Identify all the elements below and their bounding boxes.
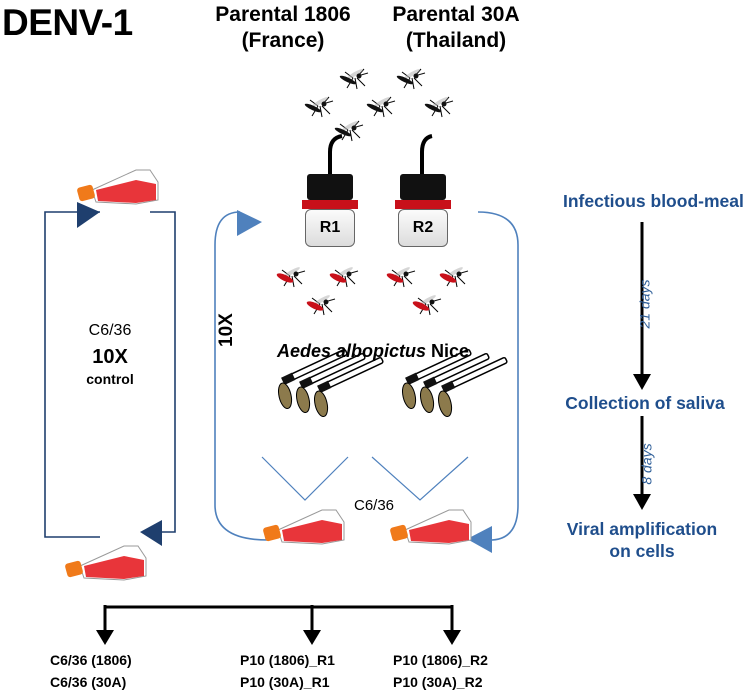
v-shape-left [261,456,349,501]
timeline-arrowhead-2 [633,494,651,510]
flask-top-left [75,169,159,205]
reactor-r1: R1 [305,209,355,247]
output-bracket [103,605,454,636]
timeline-arrowhead-1 [633,374,651,390]
flask-center-right [388,509,472,545]
reactor-r1-cap [307,174,353,200]
left-loop-control-label: control [86,371,134,387]
blood-fed-mosquitoes [275,265,469,316]
parental-30a-label: Parental 30A (Thailand) [381,2,531,54]
parental-1806-origin: (France) [241,29,325,52]
mosquito-species-label: Aedes albopictus Nice [277,341,469,362]
step-viral-amplification-line1: Viral amplification [566,519,718,539]
left-loop-passages: 10X [92,346,128,368]
v-shape-right [371,456,469,501]
output-r2-line2: P10 (30A)_R2 [393,674,483,690]
step-infectious-blood-meal: Infectious blood-meal [563,191,744,211]
center-loop-cell-line: C6/36 [354,497,395,514]
left-loop-arrowhead-top [77,202,100,228]
reactor-r1-tube [328,134,343,174]
step-viral-amplification-line2: on cells [609,541,675,561]
left-loop-arc [44,211,100,538]
output-r1-line2: P10 (30A)_R1 [240,674,330,690]
step-collection-of-saliva: Collection of saliva [565,393,725,413]
parental-30a-name: Parental 30A [392,3,520,26]
mosquito-swarm-top [303,67,454,142]
flask-center-left [261,509,345,545]
species-name: Aedes albopictus [277,341,427,361]
parental-1806-label: Parental 1806 (France) [208,2,358,54]
reactor-r2: R2 [398,209,448,247]
output-r2-line1: P10 (1806)_R2 [393,652,488,668]
center-loop-passages: 10X [216,313,237,347]
interval-8-days: 8 days [638,443,655,485]
flask-bottom-left [63,545,147,581]
output-r2: P10 (1806)_R2 P10 (30A)_R2 [393,649,488,693]
left-loop-arc-right [150,211,176,533]
output-control: C6/36 (1806) C6/36 (30A) [50,649,132,693]
reactor-r1-band [302,200,358,209]
left-loop-arrowhead-bottom [140,520,162,546]
reactor-r2-cap [400,174,446,200]
center-loop-arrowhead-top [237,210,262,236]
center-loop-arrowhead-bottom [467,526,492,553]
output-r1: P10 (1806)_R1 P10 (30A)_R1 [240,649,335,693]
step-viral-amplification: Viral amplification on cells [552,518,732,562]
center-loop-arc [214,211,269,541]
parental-1806-name: Parental 1806 [215,3,351,26]
output-control-line2: C6/36 (30A) [50,674,127,690]
interval-21-days: 21 days [636,279,653,329]
output-control-line1: C6/36 (1806) [50,652,132,668]
output-arrowhead-1 [96,630,114,645]
output-arrowhead-2 [303,630,321,645]
reactor-r2-band [395,200,451,209]
reactor-r2-tube [420,134,433,174]
figure-title: DENV-1 [2,2,133,43]
center-loop-arc-right [477,211,519,541]
output-r1-line1: P10 (1806)_R1 [240,652,335,668]
species-strain: Nice [426,341,470,361]
output-arrowhead-3 [443,630,461,645]
parental-30a-origin: (Thailand) [405,29,507,52]
left-loop-cell-line: C6/36 [88,322,132,339]
